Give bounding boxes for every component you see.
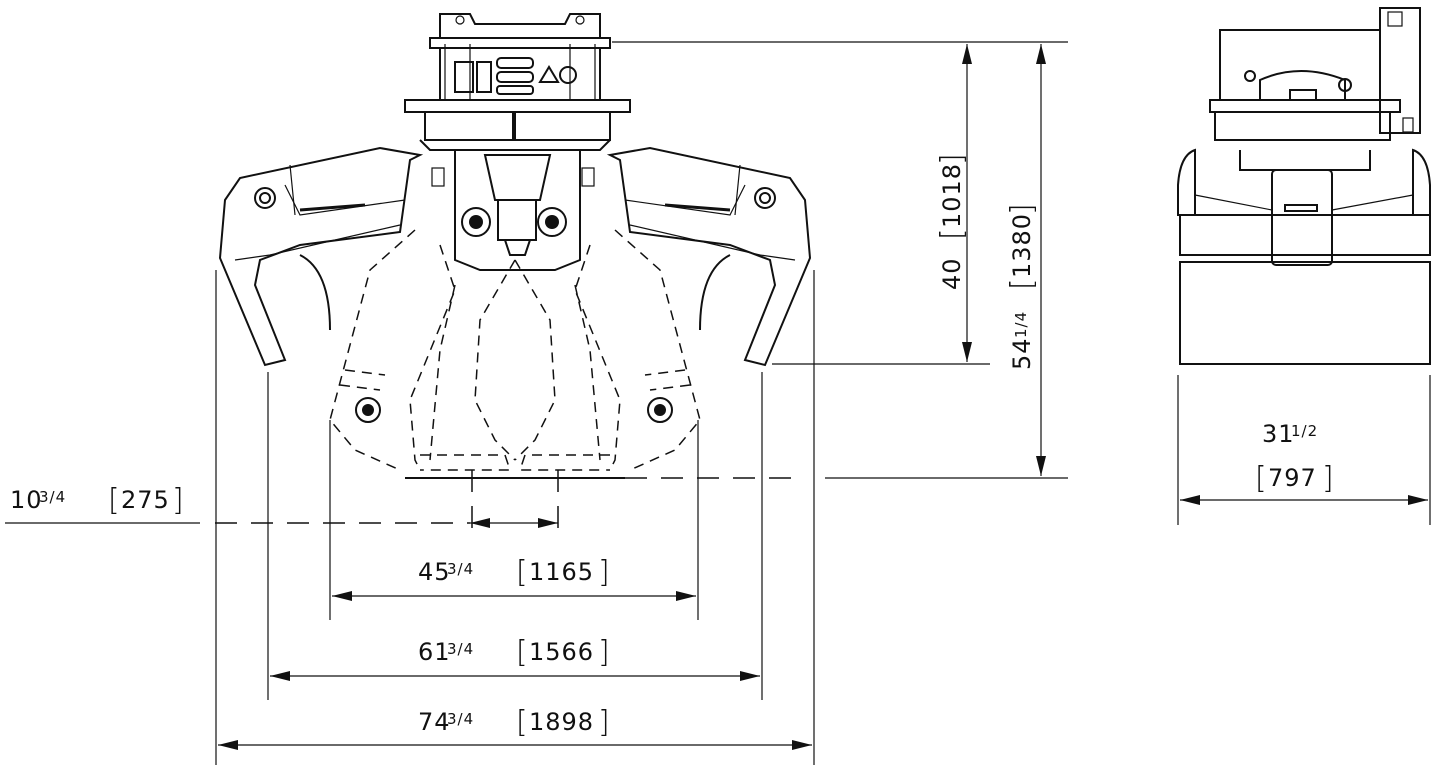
svg-text:]: ] <box>598 705 610 740</box>
svg-text:]: ] <box>1005 203 1040 215</box>
width-mid-label: 61 3/4 [ 1566 ] <box>418 635 610 670</box>
svg-text:]: ] <box>598 635 610 670</box>
svg-text:3/4: 3/4 <box>39 488 66 506</box>
svg-text:3/4: 3/4 <box>447 560 474 578</box>
right-outer-jaw <box>606 146 812 367</box>
svg-text:]: ] <box>1322 461 1334 496</box>
jaw-opening-curve <box>299 254 331 331</box>
left-offset-label: 10 3/4 [ 275 ] <box>10 483 184 518</box>
svg-text:3/4: 3/4 <box>447 710 474 728</box>
svg-text:[: [ <box>516 635 528 670</box>
side-view <box>1177 7 1431 365</box>
width-inner-label: 45 3/4 [ 1165 ] <box>418 555 610 590</box>
svg-text:[: [ <box>516 555 528 590</box>
left-outer-jaw <box>218 146 424 367</box>
svg-text:]: ] <box>172 483 184 518</box>
svg-text:1165: 1165 <box>529 558 594 586</box>
width-outer-label: 74 3/4 [ 1898 ] <box>418 705 610 740</box>
svg-text:3/4: 3/4 <box>447 640 474 658</box>
left-inner-jaw <box>329 229 516 471</box>
svg-text:797: 797 <box>1268 464 1317 492</box>
height-total-label: 54 1/4 [ 1380 ] <box>1005 203 1040 370</box>
svg-text:1380: 1380 <box>1008 213 1036 278</box>
svg-text:[: [ <box>1005 278 1040 290</box>
svg-text:1898: 1898 <box>529 708 594 736</box>
svg-text:[: [ <box>1255 461 1267 496</box>
svg-text:54: 54 <box>1008 337 1036 370</box>
height-top-label: 40 [ 1018 ] <box>935 153 970 290</box>
svg-text:31: 31 <box>1262 420 1295 448</box>
svg-text:1566: 1566 <box>529 638 594 666</box>
svg-text:[: [ <box>516 705 528 740</box>
right-inner-jaw <box>514 229 701 471</box>
svg-text:1/2: 1/2 <box>1291 422 1318 440</box>
side-width-label: 31 1/2 [ 797 ] <box>1255 420 1334 496</box>
svg-text:]: ] <box>598 555 610 590</box>
svg-text:61: 61 <box>418 638 451 666</box>
svg-text:]: ] <box>935 153 970 165</box>
svg-text:[: [ <box>935 228 970 240</box>
svg-text:[: [ <box>108 483 120 518</box>
svg-text:1018: 1018 <box>938 163 966 228</box>
svg-text:275: 275 <box>121 486 170 514</box>
rotator-head <box>404 13 631 151</box>
svg-text:40: 40 <box>938 257 966 290</box>
svg-text:45: 45 <box>418 558 451 586</box>
center-hub <box>431 150 595 271</box>
svg-text:1/4: 1/4 <box>1012 311 1030 338</box>
svg-text:74: 74 <box>418 708 451 736</box>
dimension-lines <box>5 41 1431 765</box>
svg-text:10: 10 <box>10 486 43 514</box>
front-view <box>218 13 812 479</box>
